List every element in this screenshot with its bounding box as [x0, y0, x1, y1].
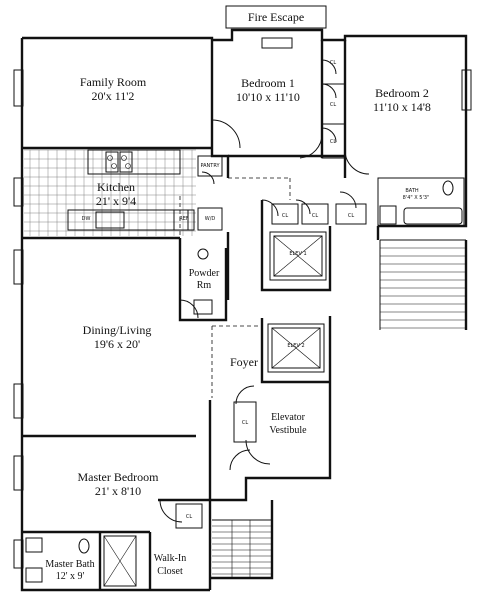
- kitchen-dims: 21' x 9'4: [96, 194, 136, 208]
- family-room-dims: 20'x 11'2: [92, 89, 135, 103]
- master-bath-dims: 12' x 9': [56, 571, 85, 582]
- elevator-1: [269, 231, 327, 281]
- interior-walls: [22, 40, 347, 590]
- fire-escape-label: Fire Escape: [248, 10, 304, 24]
- windows-top: [261, 37, 472, 111]
- pantry-label: PANTRY: [200, 163, 220, 169]
- wd-label: W/D: [205, 216, 216, 222]
- closet-label-5: CL: [312, 213, 318, 219]
- dw-label: DW: [82, 216, 91, 222]
- elevator-2: [267, 323, 325, 373]
- bedroom2-dims: 11'10 x 14'8: [373, 100, 431, 114]
- elevator-vestibule-line2: Vestibule: [269, 425, 307, 436]
- master-bedroom-dims: 21' x 8'10: [95, 484, 141, 498]
- closet-label-3: CL: [330, 139, 336, 145]
- stairs-bottom: [212, 519, 272, 578]
- closet-label-4: CL: [282, 213, 288, 219]
- closet-label-1: CL: [330, 60, 336, 66]
- kitchen-fixtures: [67, 149, 223, 231]
- closet-label-2: CL: [330, 102, 336, 108]
- walk-in-closet-line2: Closet: [157, 566, 183, 577]
- fire-escape-box: [225, 5, 327, 29]
- powder-room-line1: Powder: [189, 268, 220, 279]
- elevator-vestibule-line1: Elevator: [271, 412, 306, 423]
- bedroom1-name: Bedroom 1: [241, 76, 295, 90]
- powder-room-line2: Rm: [197, 280, 212, 291]
- powder-fixtures: [193, 248, 213, 315]
- closets: [175, 39, 367, 529]
- dining-living-name: Dining/Living: [83, 323, 152, 337]
- kitchen-tiles: [24, 149, 196, 236]
- master-bedroom-name: Master Bedroom: [78, 470, 160, 484]
- bath-dims: 8'4" X 5'3": [403, 195, 430, 201]
- closet-label-6: CL: [348, 213, 354, 219]
- family-room-name: Family Room: [80, 75, 147, 89]
- master-bath-name: Master Bath: [45, 559, 94, 570]
- kitchen-name: Kitchen: [97, 180, 135, 194]
- master-bath-fixtures: [25, 535, 137, 587]
- bedroom2-name: Bedroom 2: [375, 86, 429, 100]
- bedroom1-dims: 10'10 x 11'10: [236, 90, 300, 104]
- bath-fixtures: [377, 177, 465, 227]
- windows-left: [13, 69, 24, 569]
- walk-in-closet-line1: Walk-In: [154, 553, 187, 564]
- elev2-label: ELEV 2: [287, 343, 304, 349]
- dining-living-dims: 19'6 x 20': [94, 337, 140, 351]
- bath-label: BATH: [405, 188, 419, 194]
- ref-label: REF: [179, 216, 189, 222]
- foyer-label: Foyer: [230, 355, 258, 369]
- closet-label-8: CL: [186, 514, 192, 520]
- closet-label-7: CL: [242, 420, 248, 426]
- elev1-label: ELEV 1: [289, 251, 306, 257]
- stairs-right: [379, 239, 466, 330]
- exterior-walls: [20, 28, 468, 592]
